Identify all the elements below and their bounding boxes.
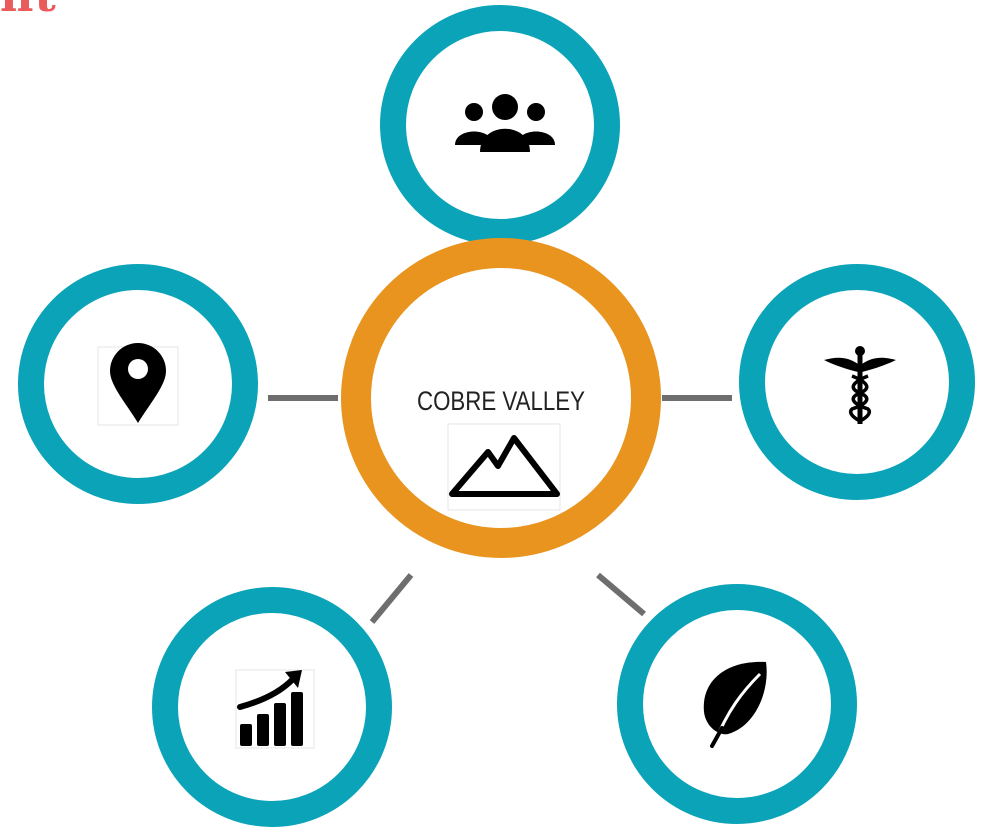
node-bottom-left: [152, 587, 392, 827]
growth-chart-icon: [235, 669, 315, 749]
node-top: [380, 5, 620, 245]
mountain-icon: [447, 423, 561, 511]
hub-ring: [341, 238, 661, 558]
node-left: [18, 264, 258, 504]
node-bottom-right: [617, 584, 857, 824]
map-pin-icon: [97, 343, 179, 426]
caduceus-icon: [824, 346, 896, 424]
node-ring: [380, 5, 620, 245]
connector-bottom-right: [596, 572, 646, 617]
hub-label: COBRE VALLEY: [417, 386, 585, 416]
hub-node: COBRE VALLEY: [341, 238, 661, 558]
page-title-fragment: nt: [0, 0, 57, 18]
people-group-icon: [455, 94, 555, 152]
connector-bottom-left: [369, 573, 414, 624]
leaf-icon: [703, 661, 767, 748]
node-right: [739, 264, 975, 500]
